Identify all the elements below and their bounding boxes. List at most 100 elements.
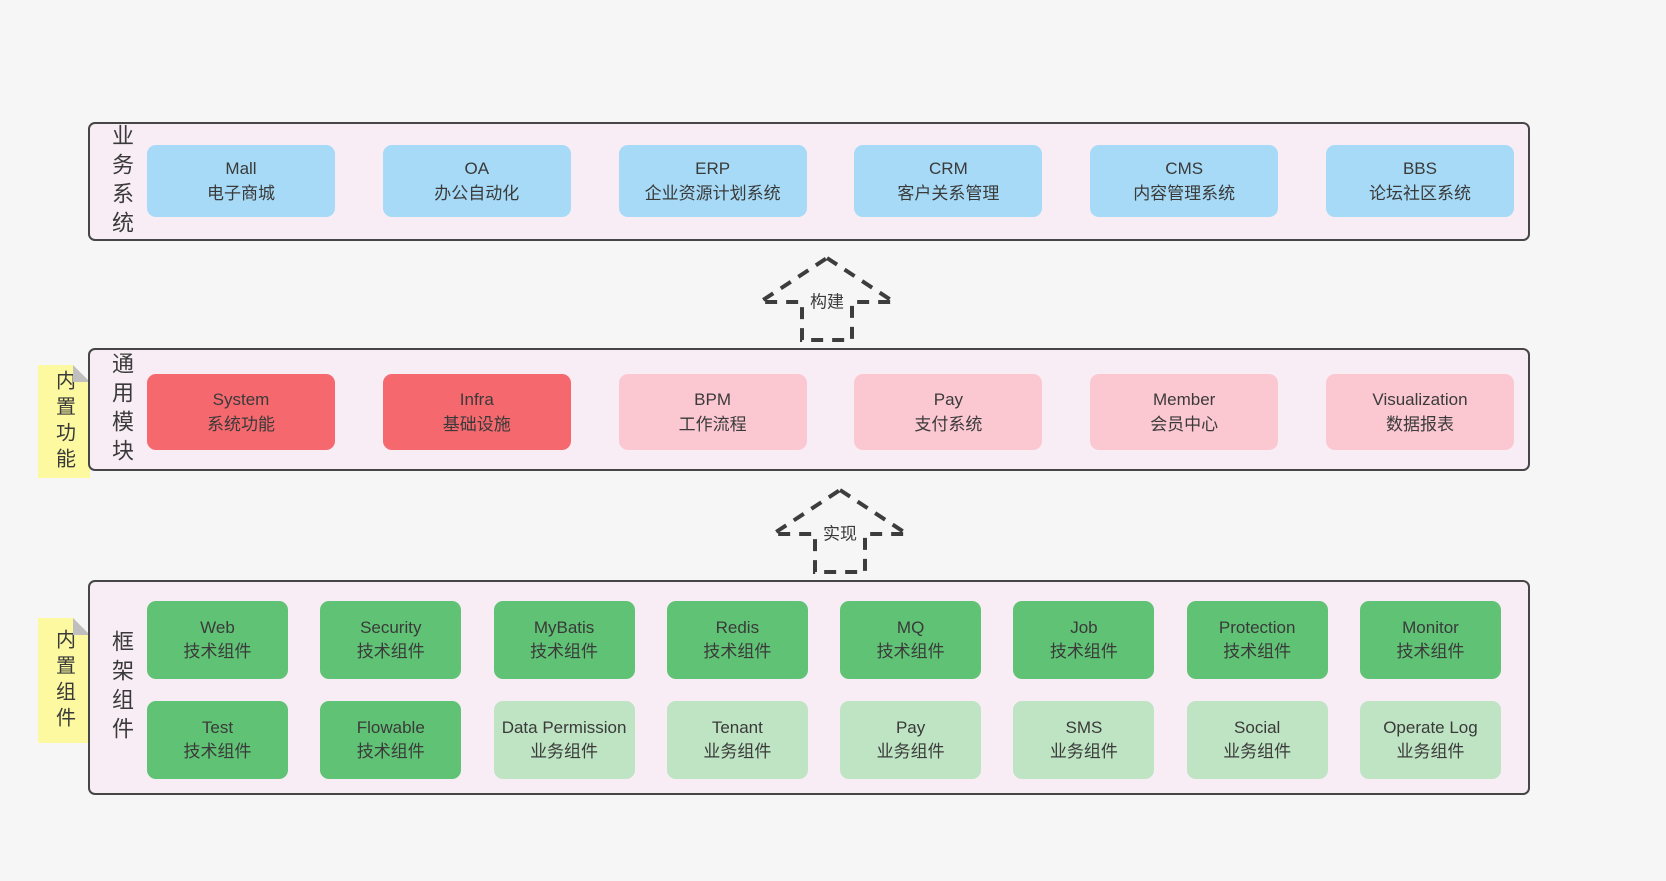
box-subtitle: 企业资源计划系统 — [644, 184, 781, 203]
component-box-security: Security 技术组件 — [320, 601, 462, 679]
component-box-mq: MQ 技术组件 — [840, 601, 982, 679]
box-title: Member — [1153, 389, 1216, 409]
implement-arrow: 实现 — [770, 487, 910, 575]
box-title: System — [212, 389, 270, 409]
box-subtitle: 业务组件 — [876, 742, 945, 761]
component-box-tenant: Tenant 业务组件 — [666, 701, 808, 779]
component-box-flowable: Flowable 技术组件 — [320, 701, 462, 779]
business-systems-panel: 业务系统 Mall 电子商城 OA 办公自动化 ERP 企业资源计划系统 CRM… — [88, 122, 1530, 241]
component-box-monitor: Monitor 技术组件 — [1359, 601, 1501, 679]
module-box-pay: Pay 支付系统 — [854, 374, 1043, 450]
component-box-operate-log: Operate Log 业务组件 — [1359, 701, 1501, 779]
box-title: Infra — [459, 389, 494, 409]
common-modules-panel: 通用模块 System 系统功能 Infra 基础设施 BPM 工作流程 Pay… — [88, 348, 1530, 471]
box-title: Test — [201, 717, 234, 737]
box-title: CMS — [1165, 158, 1204, 178]
common-modules-label: 通用模块 — [109, 351, 134, 468]
box-title: Data Permission — [501, 717, 627, 737]
box-title: Web — [200, 617, 235, 637]
module-box-member: Member 会员中心 — [1090, 374, 1279, 450]
component-box-redis: Redis 技术组件 — [666, 601, 808, 679]
box-title: Pay — [895, 717, 926, 737]
box-title: MyBatis — [533, 617, 595, 637]
box-subtitle: 内容管理系统 — [1133, 184, 1236, 203]
up-arrow-icon — [770, 487, 910, 574]
business-box-mall: Mall 电子商城 — [147, 145, 335, 217]
box-title: SMS — [1065, 717, 1103, 737]
up-arrow-icon — [757, 255, 897, 342]
box-title: ERP — [695, 158, 731, 178]
box-subtitle: 系统功能 — [207, 415, 275, 434]
box-subtitle: 技术组件 — [1049, 642, 1118, 661]
box-subtitle: 技术组件 — [356, 742, 425, 761]
business-box-crm: CRM 客户关系管理 — [854, 145, 1043, 217]
box-title: Redis — [715, 617, 760, 637]
box-title: Protection — [1218, 617, 1296, 637]
box-title: Tenant — [711, 717, 763, 737]
framework-components-label: 框架组件 — [109, 629, 134, 746]
components-rows: Web 技术组件 Security 技术组件 MyBatis 技术组件 Redi… — [147, 601, 1501, 779]
box-subtitle: 技术组件 — [530, 642, 599, 661]
business-box-erp: ERP 企业资源计划系统 — [618, 145, 807, 217]
component-box-pay: Pay 业务组件 — [840, 701, 982, 779]
box-subtitle: 业务组件 — [703, 742, 772, 761]
component-box-mybatis: MyBatis 技术组件 — [493, 601, 635, 679]
box-subtitle: 数据报表 — [1385, 415, 1454, 434]
modules-boxes-row: System 系统功能 Infra 基础设施 BPM 工作流程 Pay 支付系统… — [147, 374, 1514, 450]
component-box-test: Test 技术组件 — [147, 701, 288, 779]
business-box-cms: CMS 内容管理系统 — [1090, 145, 1279, 217]
build-arrow-label: 构建 — [807, 286, 847, 314]
component-box-data-permission: Data Permission 业务组件 — [493, 701, 635, 779]
box-subtitle: 客户关系管理 — [897, 184, 1000, 203]
box-subtitle: 业务组件 — [1223, 742, 1292, 761]
box-subtitle: 技术组件 — [1223, 642, 1292, 661]
component-box-web: Web 技术组件 — [147, 601, 288, 679]
box-title: Visualization — [1372, 389, 1468, 409]
box-subtitle: 论坛社区系统 — [1368, 184, 1471, 203]
box-title: Operate Log — [1383, 717, 1478, 737]
box-subtitle: 基础设施 — [442, 415, 511, 434]
build-arrow: 构建 — [757, 255, 897, 343]
module-box-bpm: BPM 工作流程 — [618, 374, 807, 450]
built-in-components-label: 内置组件 — [52, 628, 75, 733]
box-title: CRM — [929, 158, 968, 178]
box-subtitle: 业务组件 — [1396, 742, 1465, 761]
box-title: Mall — [225, 158, 257, 178]
box-subtitle: 办公自动化 — [434, 184, 520, 203]
business-box-bbs: BBS 论坛社区系统 — [1325, 145, 1514, 217]
box-subtitle: 技术组件 — [356, 642, 425, 661]
component-box-job: Job 技术组件 — [1013, 601, 1155, 679]
business-systems-label: 业务系统 — [109, 123, 134, 240]
box-title: Monitor — [1402, 617, 1459, 637]
module-box-infra: Infra 基础设施 — [382, 374, 571, 450]
box-subtitle: 业务组件 — [1049, 742, 1118, 761]
built-in-features-label: 内置功能 — [52, 369, 75, 474]
box-subtitle: 业务组件 — [530, 742, 599, 761]
box-subtitle: 技术组件 — [703, 642, 772, 661]
box-subtitle: 电子商城 — [207, 184, 275, 203]
box-subtitle: 技术组件 — [183, 742, 252, 761]
box-title: BPM — [694, 389, 732, 409]
box-subtitle: 技术组件 — [183, 642, 252, 661]
framework-components-panel: 框架组件 Web 技术组件 Security 技术组件 MyBatis 技术组件… — [88, 580, 1530, 795]
box-title: Social — [1234, 717, 1281, 737]
box-subtitle: 支付系统 — [914, 415, 983, 434]
box-subtitle: 工作流程 — [678, 415, 747, 434]
module-box-visualization: Visualization 数据报表 — [1325, 374, 1514, 450]
business-boxes-row: Mall 电子商城 OA 办公自动化 ERP 企业资源计划系统 CRM 客户关系… — [147, 145, 1514, 217]
component-box-protection: Protection 技术组件 — [1186, 601, 1328, 679]
box-title: Security — [360, 617, 422, 637]
components-row-2: Test 技术组件 Flowable 技术组件 Data Permission … — [147, 701, 1501, 779]
built-in-features-sticky: 内置功能 — [38, 365, 90, 478]
module-box-system: System 系统功能 — [147, 374, 335, 450]
components-row-1: Web 技术组件 Security 技术组件 MyBatis 技术组件 Redi… — [147, 601, 1501, 679]
box-subtitle: 技术组件 — [1396, 642, 1465, 661]
box-subtitle: 会员中心 — [1150, 415, 1219, 434]
box-title: MQ — [896, 617, 925, 637]
box-title: OA — [464, 158, 490, 178]
box-title: Pay — [933, 389, 964, 409]
implement-arrow-label: 实现 — [820, 518, 860, 546]
box-title: Flowable — [356, 717, 425, 737]
business-box-oa: OA 办公自动化 — [382, 145, 571, 217]
box-subtitle: 技术组件 — [876, 642, 945, 661]
